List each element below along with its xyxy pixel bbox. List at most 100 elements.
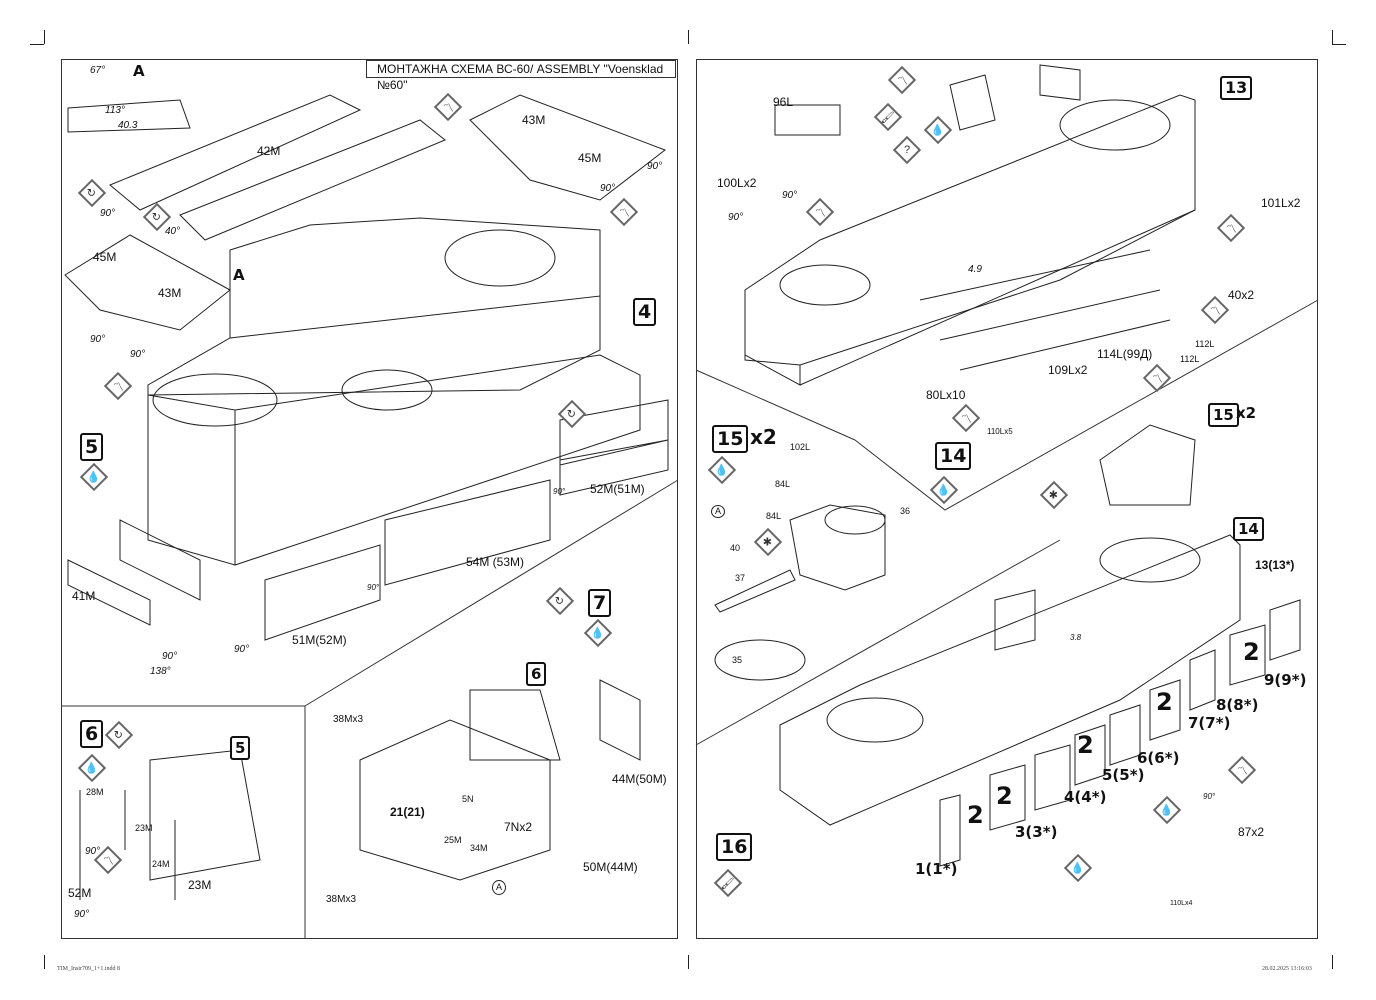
part-label: 9(9*): [1264, 671, 1307, 689]
part-label: 42M: [257, 144, 281, 158]
part-label: 112L: [1180, 354, 1200, 364]
right-page-frame: [696, 59, 1318, 939]
panel-number: 2: [996, 782, 1013, 810]
crop-mark: [1332, 955, 1333, 969]
part-label: 5N: [462, 794, 474, 804]
part-label: 43M: [522, 113, 546, 127]
part-label: 41M: [72, 589, 96, 603]
part-label: 84L: [766, 511, 782, 521]
angle-label: 90°: [162, 651, 178, 662]
angle-label: 90°: [367, 583, 380, 592]
panel-number: 2: [967, 801, 984, 829]
angle-label: 90°: [74, 909, 90, 920]
part-label: 84L: [775, 479, 791, 489]
panel-number: 2: [1077, 731, 1094, 759]
detail-a-marker: A: [711, 505, 726, 518]
part-label: 51M(52M): [292, 633, 347, 647]
part-label: 80Lx10: [926, 388, 966, 402]
angle-label: 90°: [1203, 792, 1216, 801]
part-label: 35: [732, 655, 743, 665]
roof-panels: [64, 94, 667, 331]
footer-file: TIM_Instr709_1+1.indd 8: [57, 966, 121, 972]
angle-label: 113°: [105, 105, 125, 116]
part-label: 112L: [1195, 339, 1215, 349]
part-label: 52M: [68, 886, 92, 900]
angle-label: 138°: [150, 666, 171, 677]
panel-number: 2: [1156, 688, 1173, 716]
part-label: 38Mx3: [326, 894, 357, 905]
part-label: 52M(51M): [590, 482, 645, 496]
part-label: 23M: [188, 878, 212, 892]
part-label: 1(1*): [915, 860, 958, 878]
angle-label: 90°: [130, 349, 146, 360]
part-label: 100Lx2: [717, 176, 757, 190]
dimension-label: 3.8: [1070, 633, 1082, 642]
angle-label: 90°: [600, 183, 616, 194]
detail-a-label: A: [133, 62, 145, 80]
part-label: 43M: [158, 286, 182, 300]
step-15-multiplier: x2: [750, 425, 777, 449]
step-4-badge: 4: [633, 298, 657, 326]
page-title: МОНТАЖНА СХЕМА ВС-60/ ASSEMBLY "Voenskla…: [366, 60, 676, 92]
hull-step4: [67, 217, 669, 641]
part-label: 45M: [578, 151, 602, 165]
part-label: 4(4*): [1064, 788, 1107, 806]
part-label: 40: [730, 543, 741, 553]
step-7-badge: 7: [588, 589, 612, 617]
step-5-badge: 5: [80, 433, 104, 461]
part-label: 3(3*): [1015, 823, 1058, 841]
part-label: 21(21): [390, 805, 425, 819]
part-label: 102L: [790, 442, 811, 452]
crop-mark: [30, 44, 44, 45]
step-15-badge: 15: [712, 425, 749, 453]
part-label: 34M: [470, 843, 488, 853]
part-label: 5(5*): [1102, 766, 1145, 784]
crop-mark: [688, 30, 689, 44]
part-label: 50M(44M): [583, 860, 638, 874]
step-14-ref-badge: 14: [1233, 517, 1264, 541]
part-label: 44M(50M): [612, 772, 667, 786]
part-label: 101Lx2: [1261, 196, 1301, 210]
crop-mark: [688, 955, 689, 969]
part-label: 109Lx2: [1048, 363, 1088, 377]
part-label: 23M: [135, 823, 153, 833]
part-label: 110Lx5: [987, 427, 1013, 436]
step-15-ref-badge: 15: [1208, 403, 1239, 427]
step-13-badge: 13: [1220, 76, 1253, 100]
angle-label: 90°: [782, 190, 798, 201]
part-label: 8(8*): [1216, 696, 1259, 714]
part-label: 24M: [152, 859, 170, 869]
step-5-ref-badge: 5: [230, 736, 251, 760]
angle-label: 90°: [90, 334, 106, 345]
crop-mark: [1332, 30, 1333, 44]
angle-label: 90°: [728, 212, 744, 223]
part-label: 25M: [444, 835, 462, 845]
crop-mark: [1332, 44, 1346, 45]
panel-number: 2: [1243, 638, 1260, 666]
angle-label: 90°: [234, 644, 250, 655]
part-label: 37: [735, 573, 746, 583]
dimension-label: 40.3: [118, 120, 138, 131]
part-label: 96L: [773, 95, 794, 109]
part-label: 6(6*): [1137, 749, 1180, 767]
angle-label: 90°: [647, 161, 663, 172]
step-16-badge: 16: [716, 833, 753, 861]
part-label: 110Lx4: [1170, 900, 1193, 907]
part-label: 38Mx3: [333, 714, 364, 725]
part-label: 114L(99Д): [1097, 347, 1153, 361]
detail-a-marker: A: [492, 880, 507, 895]
left-page-frame: [61, 59, 678, 939]
angle-label: 90°: [100, 208, 116, 219]
part-label: 36: [900, 506, 911, 516]
part-label: 13(13*): [1255, 558, 1295, 572]
angle-label: 90°: [85, 846, 101, 857]
part-label: 45M: [93, 250, 117, 264]
angle-label: 40°: [165, 226, 181, 237]
step-6-ref-badge: 6: [526, 662, 547, 686]
angle-label: 90°: [553, 487, 566, 496]
crop-mark: [44, 30, 45, 44]
detail-a-label: A: [233, 266, 245, 284]
angle-label: 67°: [90, 65, 106, 76]
part-label: 40x2: [1228, 288, 1255, 302]
